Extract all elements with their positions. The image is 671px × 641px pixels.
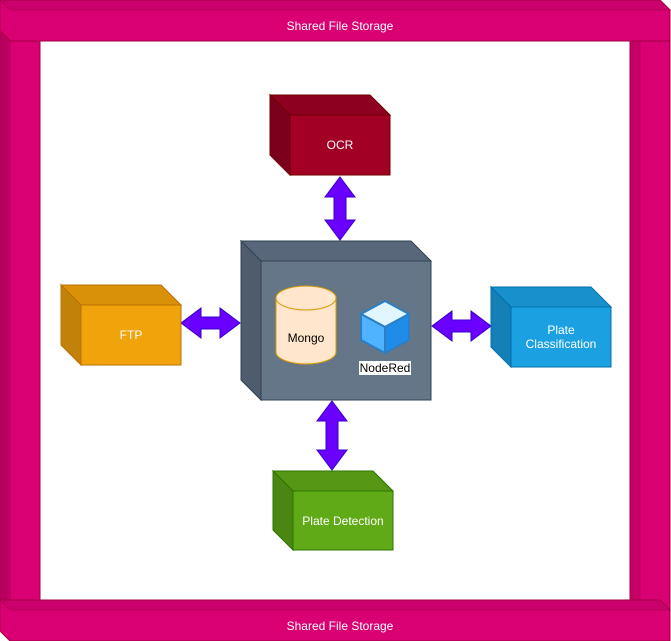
plate-detection-box [271,469,395,552]
arrow-ocr-hub [324,176,356,241]
cube-icon [358,299,412,355]
ftp-box [59,283,183,367]
plate-classification-label: Plate Classification [525,323,597,351]
mongo-label: Mongo [287,331,325,345]
storage-bottom-label: Shared File Storage [286,619,394,633]
storage-top-label: Shared File Storage [286,19,394,33]
ocr-box [268,93,392,177]
arrow-hub-classification [431,310,492,342]
mongo-database [275,285,337,365]
arrow-hub-detection [316,400,348,471]
arrows [180,176,492,471]
arrow-ftp-hub [180,307,241,339]
plate-classification-box [489,285,613,369]
plate-detection-label: Plate Detection [302,513,384,528]
nodered-label: NodeRed [358,361,412,375]
ftp-label: FTP [119,328,143,342]
nodered-label-wrap: NodeRed [350,360,420,376]
ocr-label: OCR [326,138,354,152]
